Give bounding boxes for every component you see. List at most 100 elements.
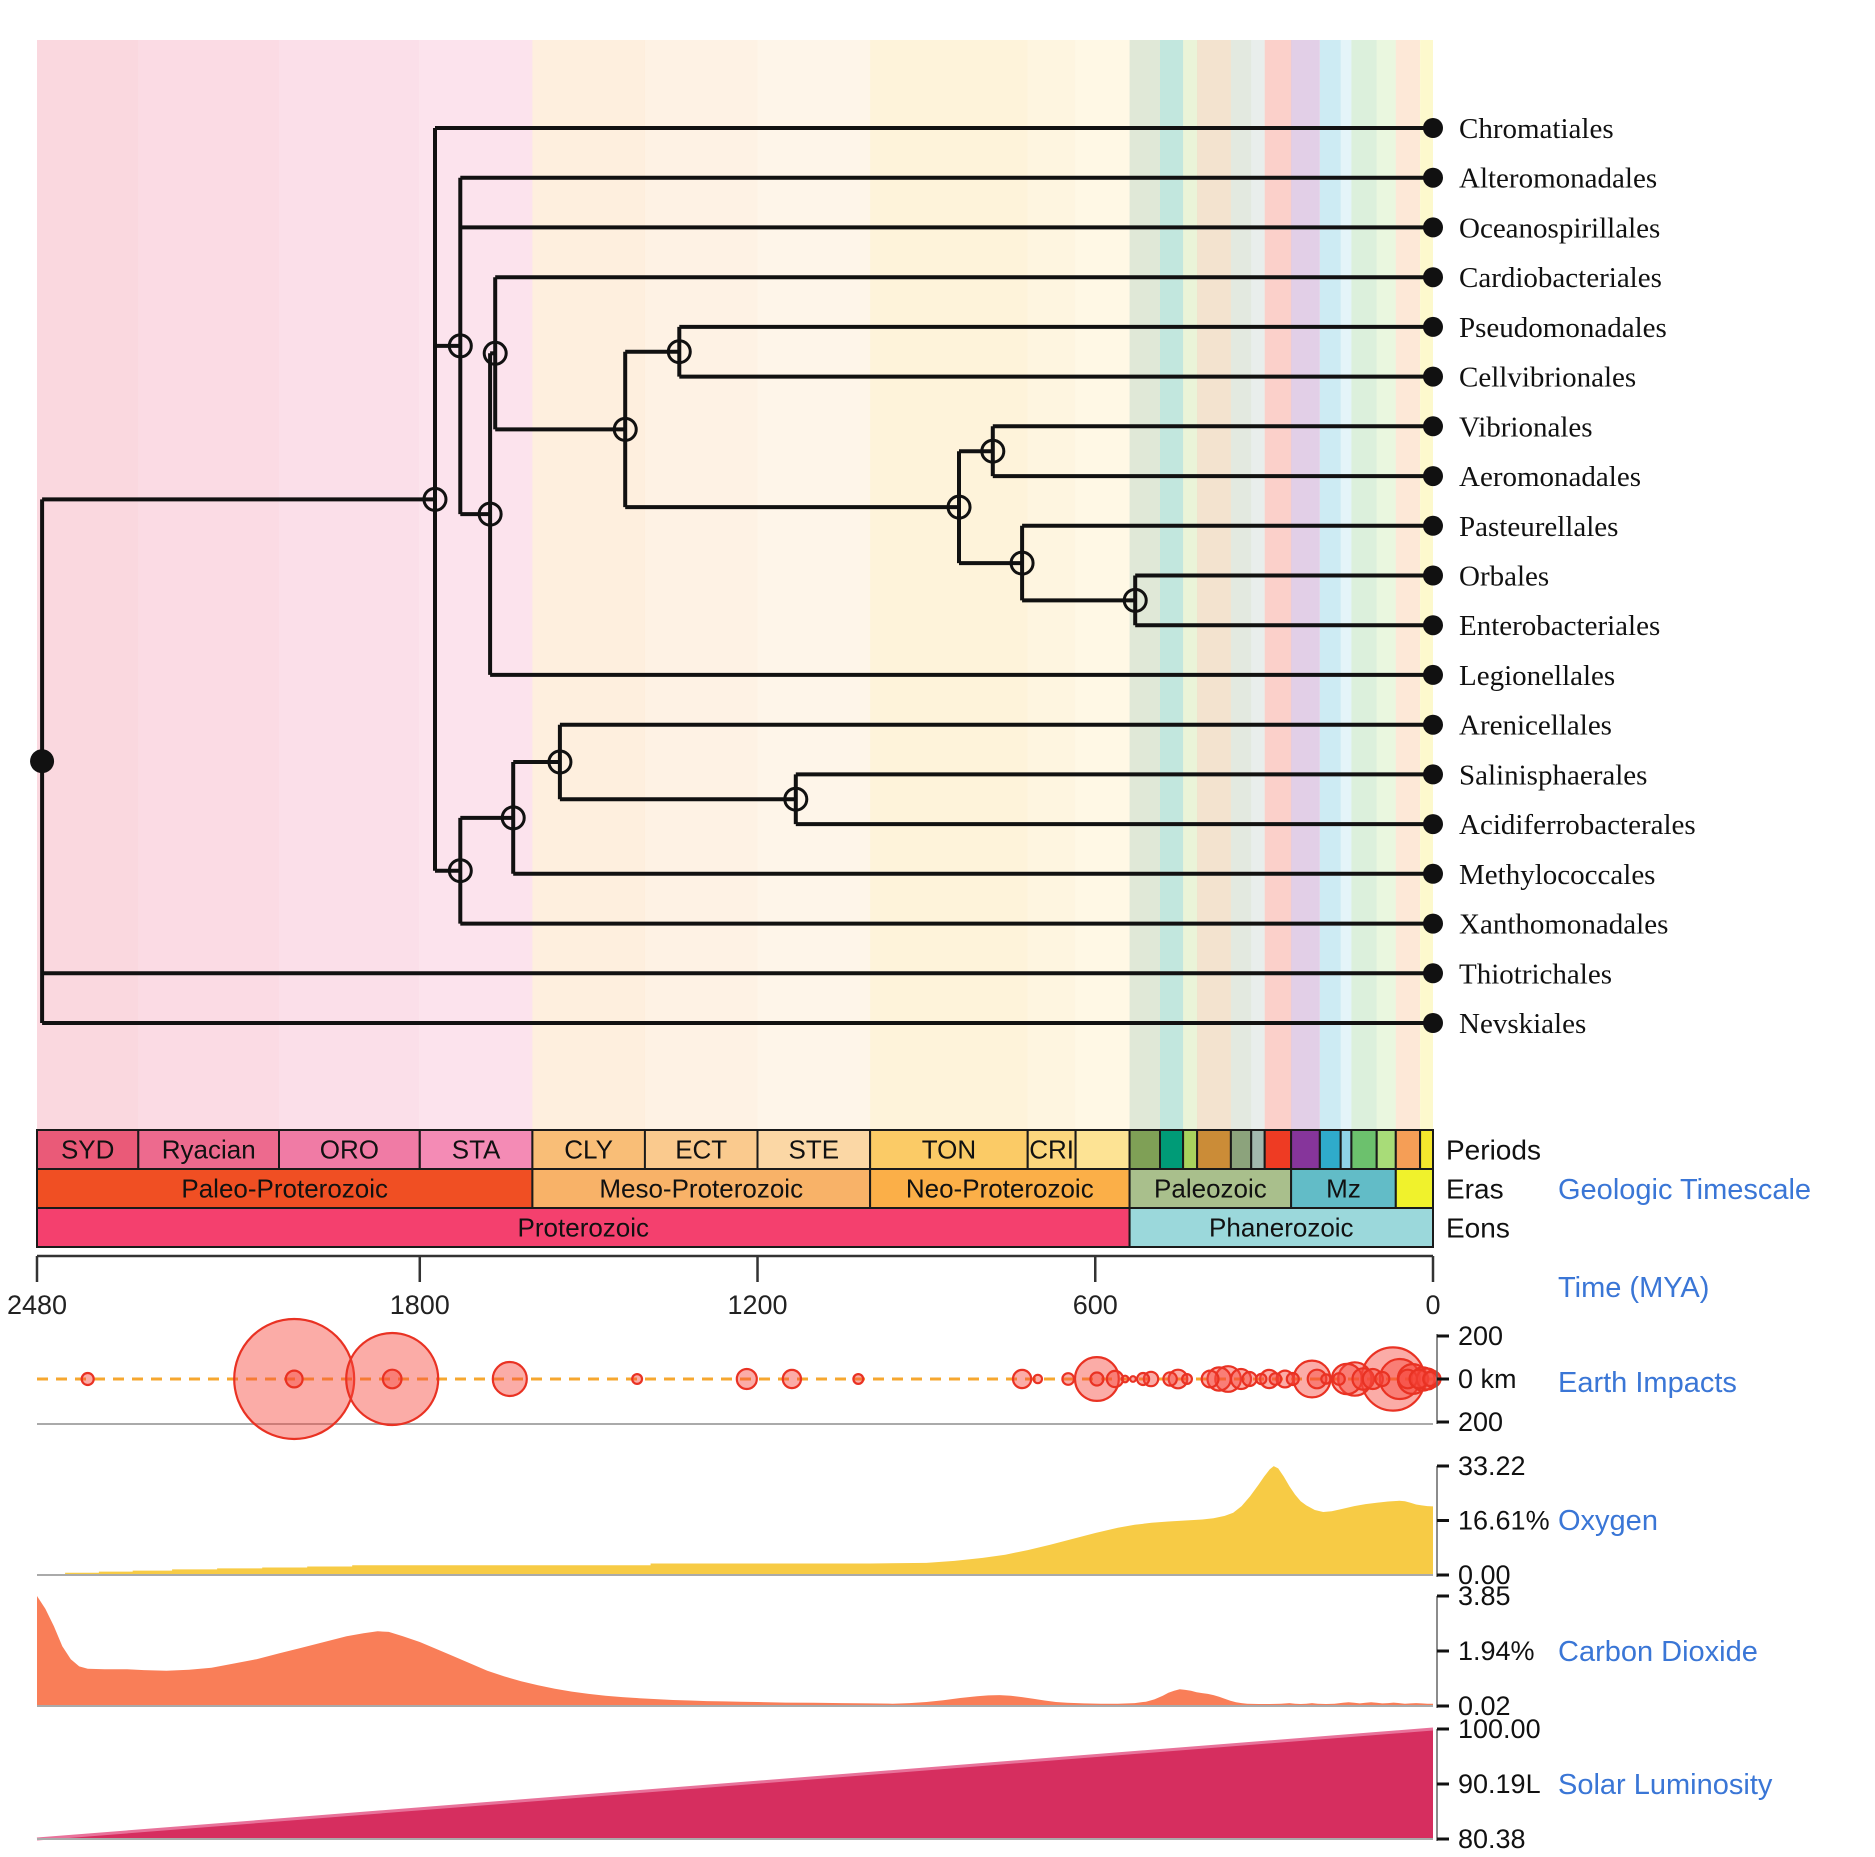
period-label: SYD xyxy=(61,1135,114,1165)
leaf-tip-dot xyxy=(1423,714,1443,735)
period-band xyxy=(1351,40,1377,1130)
eon-segment xyxy=(36,1207,1131,1248)
period-band xyxy=(1291,40,1320,1130)
impact-crater-bubble xyxy=(1337,1361,1373,1397)
internal-node-circle xyxy=(422,486,448,512)
taxon-label: Methylococcales xyxy=(1459,859,1655,891)
era-label: Neo-Proterozoic xyxy=(906,1174,1094,1204)
period-band xyxy=(1160,40,1184,1130)
leaf-tip-dot xyxy=(1423,814,1443,835)
impact-crater-bubble xyxy=(1408,1368,1430,1390)
taxon-label: Pseudomonadales xyxy=(1459,312,1667,344)
area-series xyxy=(37,1596,1433,1706)
impact-crater-bubble xyxy=(381,1368,403,1390)
taxon-label: Oceanospirillales xyxy=(1459,212,1660,244)
impact-crater-bubble xyxy=(631,1372,644,1385)
leaf-tip-dot xyxy=(1423,565,1443,586)
taxon-label: Acidiferrobacterales xyxy=(1459,809,1696,841)
period-label: CRI xyxy=(1029,1135,1074,1165)
leaf-tip-dot xyxy=(1423,863,1443,884)
impact-crater-bubble xyxy=(1422,1370,1439,1388)
internal-node-circle xyxy=(980,438,1006,464)
eon-label: Proterozoic xyxy=(518,1213,650,1243)
time-axis-tick-label: 1800 xyxy=(390,1290,450,1320)
timescale-row-label: Periods xyxy=(1446,1135,1541,1166)
impact-crater-bubble xyxy=(1332,1372,1346,1386)
impact-crater-bubble xyxy=(284,1369,304,1389)
geologic-period-background-bands xyxy=(37,40,1433,1130)
period-segment xyxy=(1229,1129,1253,1170)
panel-tick-label: 200 xyxy=(1458,1321,1503,1351)
leaf-tip-dot xyxy=(1423,1013,1443,1033)
period-band xyxy=(1376,40,1396,1130)
era-label: Mz xyxy=(1326,1174,1361,1204)
impact-crater-bubble xyxy=(491,1360,528,1398)
period-segment xyxy=(1350,1129,1378,1170)
period-label: TON xyxy=(922,1135,976,1165)
solar-luminosity-label: Solar Luminosity xyxy=(1558,1769,1773,1801)
impact-crater-bubble xyxy=(1120,1374,1130,1384)
taxon-label: Arenicellales xyxy=(1459,710,1612,742)
internal-node-circle xyxy=(612,416,638,442)
impact-crater-bubble xyxy=(1011,1368,1033,1390)
leaf-tip-dot xyxy=(1423,416,1443,437)
eon-segment xyxy=(1128,1207,1434,1248)
period-segment xyxy=(1159,1129,1185,1170)
period-band xyxy=(1251,40,1265,1130)
leaf-tip-dot xyxy=(1423,963,1443,984)
impact-crater-bubble xyxy=(1306,1368,1328,1390)
leaf-tip-dot xyxy=(1423,167,1443,188)
period-band xyxy=(1420,40,1433,1130)
period-segment xyxy=(1419,1129,1434,1170)
impact-crater-bubble xyxy=(1089,1371,1105,1387)
era-label: Paleo-Proterozoic xyxy=(181,1174,388,1204)
panel-tick-label: 3.85 xyxy=(1458,1581,1511,1611)
period-segment xyxy=(1128,1129,1161,1170)
impact-crater-bubble xyxy=(1285,1371,1300,1387)
period-segment xyxy=(1182,1129,1199,1170)
internal-node-circle xyxy=(447,333,473,359)
period-segment xyxy=(869,1129,1029,1170)
period-segment xyxy=(1375,1129,1397,1170)
period-label: ORO xyxy=(320,1135,379,1165)
area-series xyxy=(37,1466,1433,1575)
phylogenetic-tree: ChromatialesAlteromonadalesOceanospirill… xyxy=(30,113,1696,1040)
era-segment xyxy=(869,1168,1131,1209)
internal-node-circle xyxy=(946,494,972,520)
period-band xyxy=(419,40,533,1130)
impact-crater-bubble xyxy=(1200,1369,1220,1389)
taxon-label: Enterobacteriales xyxy=(1459,610,1660,642)
period-band xyxy=(1027,40,1076,1130)
period-segment xyxy=(1074,1129,1131,1170)
period-segment xyxy=(1394,1129,1422,1170)
taxon-label: Alteromonadales xyxy=(1459,163,1657,195)
impact-crater-bubble xyxy=(1061,1372,1076,1386)
period-label: STA xyxy=(452,1135,501,1165)
period-label: STE xyxy=(789,1135,840,1165)
impact-crater-bubble xyxy=(1105,1369,1125,1389)
period-band xyxy=(870,40,1028,1130)
era-segment xyxy=(36,1168,534,1209)
period-segment xyxy=(1263,1129,1293,1170)
oxygen-label: Oxygen xyxy=(1558,1505,1658,1537)
taxon-label: Vibrionales xyxy=(1459,411,1593,443)
period-band xyxy=(1197,40,1231,1130)
impact-crater-bubble xyxy=(852,1372,865,1385)
leaf-tip-dot xyxy=(1423,466,1443,487)
impact-crater-bubble xyxy=(1129,1375,1137,1383)
taxon-label: Pasteurellales xyxy=(1459,511,1618,543)
period-segment xyxy=(756,1129,872,1170)
period-band xyxy=(532,40,645,1130)
leaf-tip-dot xyxy=(1423,615,1443,636)
internal-node-circle xyxy=(447,858,473,884)
period-band xyxy=(1230,40,1252,1130)
period-label: Ryacian xyxy=(162,1135,256,1165)
taxon-label: Nevskiales xyxy=(1459,1008,1586,1040)
panel-tick-label: 1.94% xyxy=(1458,1636,1535,1666)
leaf-tip-dot xyxy=(1423,664,1443,685)
taxon-label: Orbales xyxy=(1459,561,1549,593)
leaf-tip-dot xyxy=(1423,764,1443,785)
area-top-edge xyxy=(36,1727,1434,1841)
